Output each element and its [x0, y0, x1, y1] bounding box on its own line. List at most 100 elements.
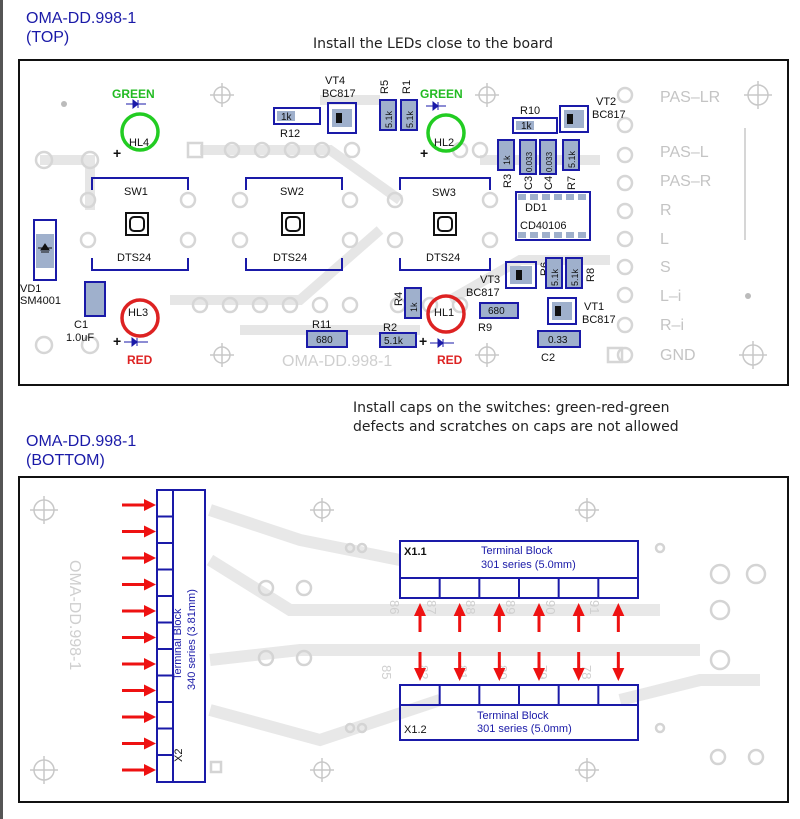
connector-label: S	[660, 259, 671, 276]
bottom-mount-holes	[30, 496, 599, 784]
bottom-silk-ref: OMA-DD.998-1	[66, 560, 83, 670]
cap-value: 0.033	[525, 151, 534, 172]
resistor-r9: 680 R9	[478, 302, 519, 334]
top-title: OMA-DD.998-1	[26, 10, 137, 27]
res-value: 5.1k	[550, 268, 560, 286]
arrow-down-icon	[572, 668, 585, 681]
led-ref: HL4	[129, 137, 149, 149]
led-outline	[426, 113, 466, 153]
led-symbol-icon	[430, 337, 454, 349]
res-ref: R8	[585, 268, 597, 282]
arrow-down-icon	[493, 668, 506, 681]
transistor-type: BC817	[466, 287, 500, 299]
resistor-r4: R4 1k	[393, 287, 422, 319]
led-ref: HL3	[128, 307, 148, 319]
res-ref: R10	[520, 105, 540, 117]
led-hl2: GREEN HL2 +	[420, 87, 466, 161]
res-ref: R11	[312, 319, 331, 331]
connector-label: L–i	[660, 288, 681, 305]
led-color-label: RED	[127, 353, 153, 367]
switch-type: DTS24	[117, 252, 151, 264]
capacitor-c3: 0.033 C3	[519, 139, 537, 190]
bottom-title: OMA-DD.998-1	[26, 433, 137, 450]
arrow-down-icon	[533, 668, 545, 681]
cap-ref: C1	[74, 319, 88, 331]
arrow-down-icon	[414, 668, 426, 681]
arrow-down-icon	[453, 668, 466, 681]
res-value: 1k	[281, 112, 293, 123]
terminal-x1-1: X1.1 Terminal Block 301 series (5.0mm)	[399, 540, 639, 599]
capacitor-c2: 0.33 C2	[537, 330, 581, 364]
led-ref: HL2	[434, 137, 454, 149]
arrow-up-icon	[493, 603, 506, 616]
cap-value: 1.0uF	[66, 332, 94, 344]
switch-sw3: SW3 DTS24	[399, 177, 491, 271]
pad-number: 85	[379, 665, 394, 679]
switch-ref: SW3	[432, 187, 456, 199]
x12-line1: Terminal Block	[477, 710, 549, 722]
transistor-ref: VT2	[596, 96, 616, 108]
arrow-right-icon	[144, 764, 156, 776]
arrow-right-icon	[144, 711, 156, 723]
arrow-right-icon	[144, 605, 156, 617]
connector-label: PAS–R	[660, 173, 711, 190]
cap-value: 0.033	[545, 151, 554, 172]
transistor-type: BC817	[322, 88, 356, 100]
capacitor-c4: 0.033 C4	[539, 139, 557, 190]
switch-ref: SW2	[280, 186, 304, 198]
res-value: 1k	[409, 302, 419, 312]
res-value: 5.1k	[405, 110, 415, 128]
top-silk-ref: OMA-DD.998-1	[282, 353, 392, 370]
arrow-right-icon	[144, 737, 156, 750]
res-ref: R4	[393, 292, 405, 306]
arrow-up-icon	[453, 603, 466, 616]
led-outline	[120, 112, 160, 152]
x1-arrows	[414, 603, 625, 681]
led-color-label: GREEN	[112, 87, 155, 101]
arrow-down-icon	[612, 668, 625, 681]
diode-type: SM4001	[20, 295, 61, 307]
middle-note-line2: defects and scratches on caps are not al…	[353, 419, 679, 435]
cap-value: 0.33	[548, 335, 568, 346]
pad-number: 86	[387, 600, 402, 614]
x2-arrows	[122, 499, 156, 776]
pad-number: 87	[424, 600, 439, 614]
pad-number: 88	[463, 600, 478, 614]
top-mount-holes	[210, 81, 772, 369]
led-outline	[120, 298, 160, 338]
switch-sw1: SW1 DTS24	[91, 177, 189, 271]
led-color-label: RED	[437, 353, 463, 367]
fiducial	[745, 293, 751, 299]
transistor-vt4: VT4 BC817	[322, 75, 357, 134]
ic-dd1: DD1 CD40106	[515, 191, 591, 241]
res-ref: R9	[478, 322, 492, 334]
res-value: 5.1k	[384, 336, 404, 347]
resistor-r6: R6 5.1k	[539, 257, 563, 289]
ic-type: CD40106	[520, 220, 566, 232]
top-pads	[34, 86, 634, 364]
x2-line2: 340 series (3.81mm)	[186, 589, 198, 690]
res-value: 1k	[502, 155, 512, 165]
x12-line2: 301 series (5.0mm)	[477, 723, 572, 735]
connector-label: R	[660, 202, 672, 219]
diode-vd1: VD1 SM4001	[20, 219, 61, 307]
arrow-right-icon	[144, 631, 156, 644]
res-value: 5.1k	[567, 150, 577, 168]
switch-type: DTS24	[426, 252, 460, 264]
led-ref: HL1	[434, 307, 454, 319]
x11-ref: X1.1	[404, 546, 427, 558]
res-ref: R2	[383, 322, 397, 334]
res-ref: R5	[379, 80, 391, 94]
resistor-r8: 5.1k R8	[565, 257, 597, 289]
transistor-ref: VT4	[325, 75, 345, 87]
led-hl4: GREEN HL4 +	[112, 87, 160, 161]
resistor-r7: 5.1k R7	[562, 139, 580, 190]
arrow-up-icon	[533, 603, 545, 616]
connector-label: GND	[660, 347, 696, 364]
bottom-subtitle: (BOTTOM)	[26, 452, 105, 469]
led-hl1: HL1 + RED	[419, 294, 466, 367]
res-value: 680	[488, 306, 505, 317]
arrow-right-icon	[144, 658, 156, 670]
